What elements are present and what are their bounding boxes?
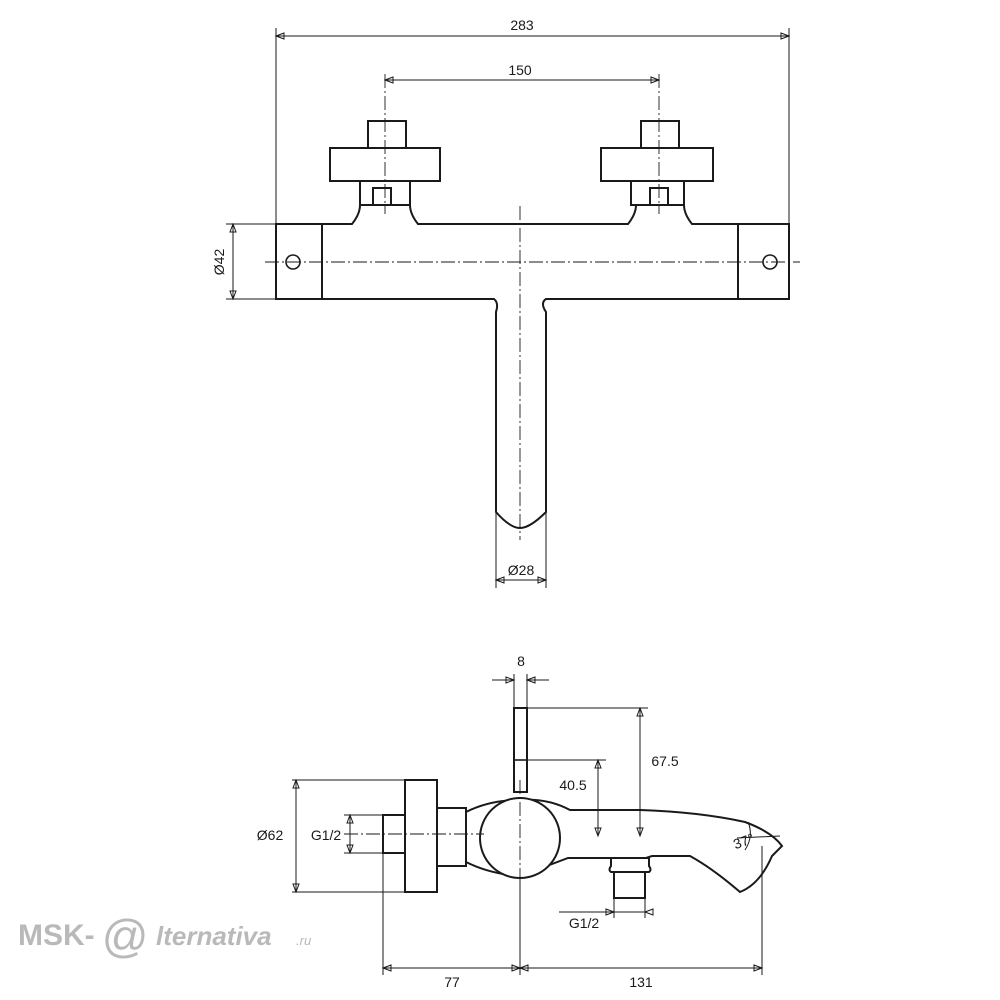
dim-spout-angle: 37° <box>731 830 756 852</box>
dim-inlet-thread: G1/2 <box>311 827 342 843</box>
watermark: MSK- @ lternativa .ru <box>18 910 311 962</box>
dim-handle-spacing: 150 <box>508 62 532 78</box>
dim-lever-thickness: 8 <box>517 653 525 669</box>
watermark-prefix: MSK- <box>18 919 95 952</box>
dim-wall-to-axis: 77 <box>444 974 460 990</box>
dim-flange-diameter: Ø62 <box>257 827 284 843</box>
dim-spout-diameter: Ø28 <box>508 562 535 578</box>
dim-height-top: 67.5 <box>651 753 678 769</box>
mixer-side-view <box>344 707 784 970</box>
watermark-logo: @ <box>101 910 148 962</box>
dim-outlet-thread: G1/2 <box>569 915 600 931</box>
dimensions-top: 283 150 Ø42 Ø28 <box>211 17 791 588</box>
mixer-body-top <box>265 74 800 540</box>
dim-overall-width: 283 <box>510 17 534 33</box>
handle-right <box>600 120 714 206</box>
dimensions-side: 8 67.5 40.5 Ø62 G1/2 G1/2 37° 77 131 <box>257 653 781 990</box>
dim-height-spout: 40.5 <box>559 777 586 793</box>
watermark-suffix: lternativa <box>156 921 272 951</box>
dim-axis-to-spout: 131 <box>629 974 653 990</box>
watermark-domain: .ru <box>296 933 311 948</box>
dim-body-diameter: Ø42 <box>211 249 227 276</box>
